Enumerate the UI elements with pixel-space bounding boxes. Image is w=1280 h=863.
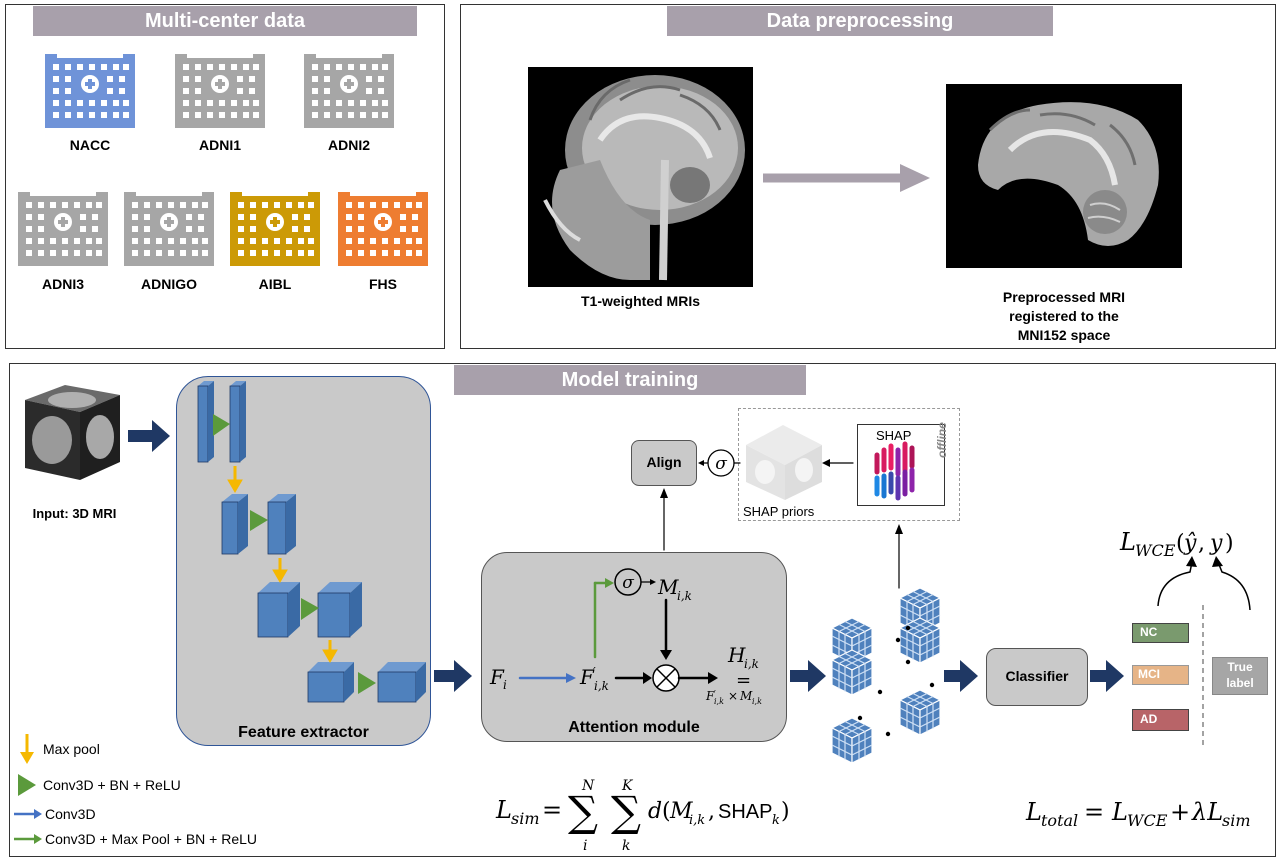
center-label-adni1: ADNI1 bbox=[198, 137, 241, 153]
classifier-label[interactable]: Classifier bbox=[1005, 668, 1069, 684]
preprocessing-title: Data preprocessing bbox=[667, 6, 1053, 36]
training-title: Model training bbox=[454, 365, 806, 395]
true-label-line2: label bbox=[1226, 676, 1254, 690]
center-label-adnigo: ADNIGO bbox=[141, 276, 197, 292]
legend-conv3d-label: Conv3D bbox=[45, 806, 96, 822]
processed-mri-caption-2: registered to the bbox=[1009, 308, 1119, 324]
center-label-fhs: FHS bbox=[369, 276, 397, 292]
legend-max-pool-label: Max pool bbox=[43, 741, 100, 757]
classifier-box[interactable] bbox=[986, 648, 1088, 706]
processed-mri-caption-1: Preprocessed MRI bbox=[1002, 289, 1126, 305]
attention-module-label: Attention module bbox=[568, 719, 700, 736]
align-label: Align bbox=[646, 454, 682, 470]
class-nc-label: NC bbox=[1140, 625, 1158, 639]
attention-module-block bbox=[481, 552, 787, 742]
raw-mri-caption: T1-weighted MRIs bbox=[580, 293, 700, 309]
multicenter-panel bbox=[5, 4, 445, 349]
offline-region bbox=[738, 408, 960, 521]
processed-mri-caption-3: MNI152 space bbox=[1017, 327, 1111, 343]
class-ad bbox=[1132, 709, 1189, 731]
legend-conv-bn-relu-label: Conv3D + BN + ReLU bbox=[43, 777, 181, 793]
class-mci bbox=[1132, 665, 1189, 685]
class-mci-label: MCI bbox=[1138, 667, 1160, 681]
true-label-box bbox=[1212, 657, 1268, 695]
center-label-aibl: AIBL bbox=[258, 276, 292, 292]
feature-extractor-block bbox=[176, 376, 431, 746]
shap-priors-label: SHAP priors bbox=[743, 504, 815, 519]
shap-label: SHAP bbox=[876, 428, 912, 443]
center-label-nacc: NACC bbox=[69, 137, 111, 153]
feature-extractor-label: Feature extractor bbox=[238, 724, 369, 741]
class-ad-label: AD bbox=[1140, 712, 1158, 726]
center-label-adni3: ADNI3 bbox=[41, 276, 84, 292]
offline-label: offline bbox=[935, 422, 949, 458]
shap-box bbox=[857, 424, 945, 506]
align-box bbox=[631, 440, 697, 486]
true-label-line1: True bbox=[1227, 660, 1253, 674]
multicenter-title: Multi-center data bbox=[33, 6, 417, 36]
class-nc bbox=[1132, 623, 1189, 643]
legend-conv-maxpool-label: Conv3D + Max Pool + BN + ReLU bbox=[45, 831, 258, 847]
input-label: Input: 3D MRI bbox=[32, 506, 117, 521]
center-label-adni2: ADNI2 bbox=[327, 137, 370, 153]
